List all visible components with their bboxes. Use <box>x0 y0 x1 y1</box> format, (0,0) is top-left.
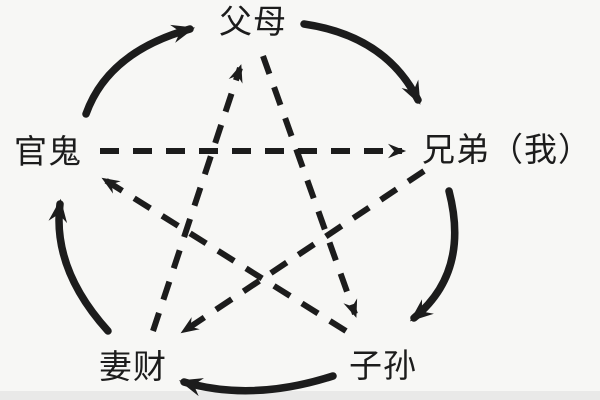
node-label-qicai: 妻财 <box>99 349 167 386</box>
dashed-arrow-xiongdi-to-qicai <box>180 168 426 334</box>
solid-arrow-zisun-to-qicai <box>178 372 337 397</box>
node-label-xiongdi: 兄弟（我） <box>422 132 592 169</box>
solid-arrow-fumu-to-xiongdi <box>300 20 422 105</box>
node-labels: 父母 兄弟（我） 子孙 妻财 官鬼 <box>14 5 592 386</box>
solid-arrow-guangui-to-fumu <box>82 24 196 118</box>
overcoming-cycle-dashed-arrows <box>100 54 426 334</box>
node-label-zisun: 子孙 <box>349 349 417 385</box>
generating-cycle-solid-arrows <box>48 20 459 397</box>
dashed-arrow-zisun-to-guangui <box>101 177 348 334</box>
dashed-arrow-fumu-to-zisun <box>260 54 358 318</box>
solid-arrow-qicai-to-guangui <box>48 198 112 335</box>
node-label-fumu: 父母 <box>219 5 287 41</box>
solid-arrow-xiongdi-to-zisun <box>409 187 459 322</box>
bottom-edge-strip <box>0 391 600 400</box>
dashed-arrow-qicai-to-fumu <box>150 64 243 332</box>
node-label-guangui: 官鬼 <box>14 134 82 171</box>
